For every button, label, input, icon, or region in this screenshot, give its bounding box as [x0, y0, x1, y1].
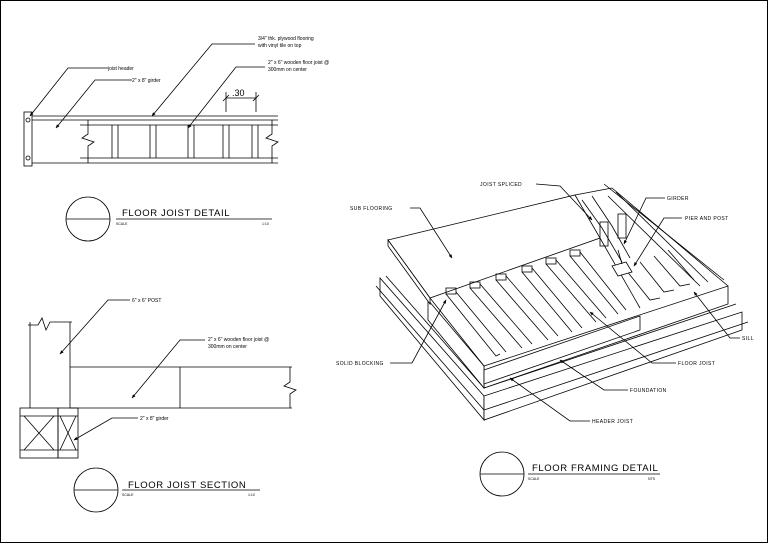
joist-lines [111, 125, 259, 158]
floor-joist-section [19, 299, 297, 513]
section-title: FLOOR JOIST SECTION [128, 480, 246, 491]
joist-header-plate [23, 111, 33, 167]
header-joist [483, 315, 641, 385]
floor-joist-detail [23, 43, 279, 242]
label-joist-2: 300mm on center [268, 67, 307, 73]
label-floor-joist: FLOOR JOIST [678, 361, 715, 367]
spacing-dimension: .30 [232, 88, 245, 98]
section-text: 6" x 6" POST 2" x 6" wooden floor joist … [122, 298, 269, 497]
label-section-joist-2: 300mm on center [208, 344, 247, 350]
section-scale-value: 1:10 [248, 493, 255, 497]
label-foundation: FOUNDATION [630, 388, 667, 394]
label-flooring-2: with vinyl tile on top [258, 43, 302, 49]
label-framing-girder: GIRDER [667, 196, 689, 202]
label-joist-spliced: JOIST SPLICED [480, 182, 522, 188]
label-sub-flooring: SUB FLOORING [350, 206, 393, 212]
framing-title: FLOOR FRAMING DETAIL [532, 463, 658, 474]
label-post: 6" x 6" POST [132, 298, 161, 304]
framing-right-joists [581, 191, 709, 301]
section-scale-label: SCALE [122, 493, 134, 497]
label-header-joist: HEADER JOIST [592, 419, 633, 425]
label-joist-1: 2" x 6" wooden floor joist @ [268, 60, 329, 66]
label-pier-and-post: PIER AND POST [685, 216, 729, 222]
floor-framing-detail [375, 183, 749, 497]
pier-and-post [611, 261, 633, 277]
girder-blocks [19, 407, 79, 459]
detail-scale-label: SCALE [116, 222, 128, 226]
detail-title: FLOOR JOIST DETAIL [122, 208, 230, 219]
label-girder: 2" x 8" girder [132, 78, 161, 84]
label-sill: SILL [742, 336, 754, 342]
label-solid-blocking: SOLID BLOCKING [336, 361, 384, 367]
detail-text: 3/4" thk. plywood flooring with vinyl ti… [107, 36, 329, 226]
framing-scale-label: SCALE [528, 477, 540, 481]
sub-flooring-sheet [387, 194, 601, 299]
framing-text: JOIST SPLICED GIRDER PIER AND POST SUB F… [336, 182, 754, 481]
label-section-girder: 2" x 8" girder [140, 416, 169, 422]
framing-joists [445, 249, 627, 357]
label-joist-header: joist header [107, 66, 134, 72]
label-flooring-1: 3/4" thk. plywood flooring [258, 36, 314, 42]
label-section-joist-1: 2" x 6" wooden floor joist @ [208, 337, 269, 343]
detail-scale-value: 1:10 [262, 222, 269, 226]
framing-scale-value: NTS [648, 477, 656, 481]
